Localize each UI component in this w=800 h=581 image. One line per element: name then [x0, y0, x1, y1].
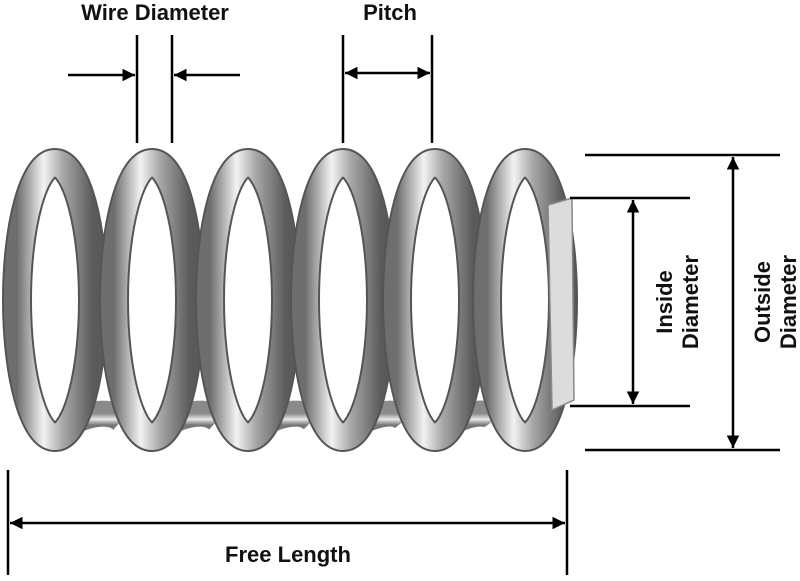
inside-diameter-label-2: Diameter — [678, 254, 703, 349]
pitch-dimension — [341, 35, 434, 143]
wire-diameter-label: Wire Diameter — [81, 0, 229, 25]
spring-coil — [384, 150, 486, 450]
wire-diameter-dimension — [68, 35, 240, 143]
spring — [2, 148, 578, 452]
spring-coil — [4, 150, 106, 450]
outside-diameter-label-1: Outside — [750, 261, 775, 343]
spring-wire-end — [547, 197, 575, 412]
outside-diameter-dimension — [585, 153, 780, 452]
pitch-label: Pitch — [363, 0, 417, 25]
outside-diameter-label-2: Diameter — [776, 254, 800, 349]
spring-coil — [197, 150, 299, 450]
inside-diameter-label-1: Inside — [652, 270, 677, 334]
free-length-dimension — [6, 470, 569, 575]
spring-coil — [101, 150, 203, 450]
free-length-label: Free Length — [225, 542, 351, 567]
inside-diameter-dimension — [570, 196, 690, 408]
spring-coil — [292, 150, 394, 450]
